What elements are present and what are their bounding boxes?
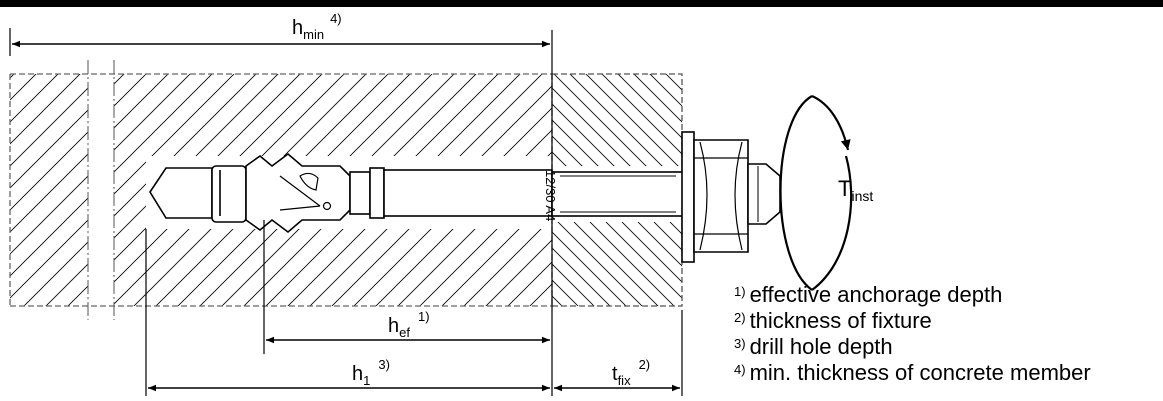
footnote-4: 4)min. thickness of concrete member [734, 360, 1091, 385]
footnote-2: 2)thickness of fixture [734, 308, 932, 333]
torque-arrow [779, 94, 853, 291]
footnote-3: 3)drill hole depth [734, 334, 893, 359]
dimension-extension-lines [9, 28, 683, 396]
anchor-bolt [149, 131, 781, 263]
h-ef-label: hef1) [388, 309, 430, 340]
torque-label: Tinst [838, 176, 873, 204]
footnote-1: 1)effective anchorage depth [734, 282, 1003, 307]
top-border-bar [0, 0, 1163, 7]
dimension-lines [12, 40, 680, 392]
h-1-label: h13) [352, 357, 390, 388]
bolt-marking: 12/30 A4 [543, 170, 558, 221]
h-min-label: hmin4) [292, 11, 342, 42]
t-fix-label: tfix2) [612, 357, 650, 388]
